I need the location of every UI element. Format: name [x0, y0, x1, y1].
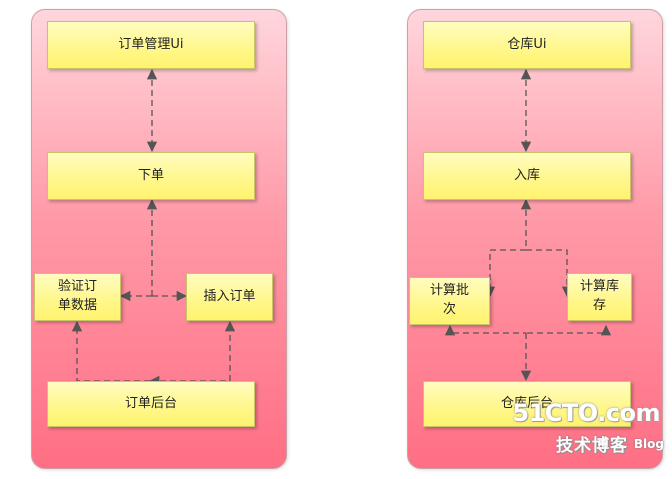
order-management-ui-box: 订单管理Ui [47, 21, 255, 69]
calculate-stock-box: 计算库 存 [567, 273, 632, 321]
place-order-box: 下单 [47, 152, 255, 200]
watermark-blog: Blog [633, 437, 664, 451]
warehouse-backend-box: 仓库后台 [423, 381, 631, 427]
calculate-batch-box: 计算批 次 [409, 277, 490, 325]
watermark: 51CTO.com 技术博客 Blog [512, 399, 664, 461]
validate-order-data-box: 验证订 单数据 [34, 273, 121, 321]
watermark-tagline: 技术博客 [556, 436, 628, 456]
order-backend-box: 订单后台 [47, 381, 255, 427]
stock-in-box: 入库 [423, 152, 631, 200]
insert-order-box: 插入订单 [186, 273, 273, 321]
watermark-site: 51CTO.com [512, 399, 660, 427]
warehouse-ui-box: 仓库Ui [423, 21, 631, 69]
